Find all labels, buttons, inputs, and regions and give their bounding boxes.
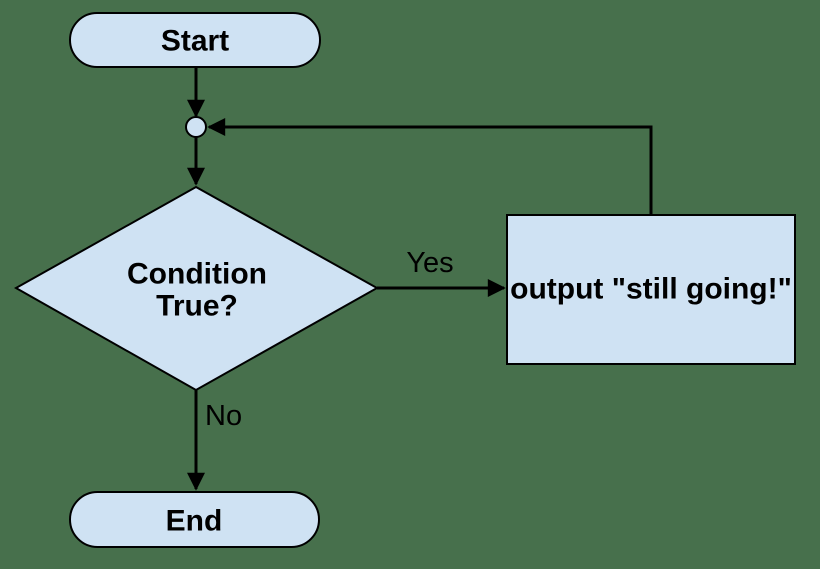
edge-output-loop-to-junction (207, 118, 653, 215)
node-condition-diamond (13, 185, 380, 392)
node-condition-label-line2: True? (156, 290, 238, 323)
node-output-label: output "still going!" (510, 273, 792, 306)
node-start-label: Start (161, 25, 229, 58)
node-start (69, 12, 321, 68)
node-end-label: End (166, 505, 223, 538)
edge-label-no: No (205, 400, 242, 432)
node-output-process (506, 214, 796, 365)
node-end (69, 491, 320, 548)
node-condition-label-line1: Condition (127, 258, 267, 291)
edge-label-yes: Yes (406, 247, 453, 279)
node-junction-dot (185, 116, 207, 138)
